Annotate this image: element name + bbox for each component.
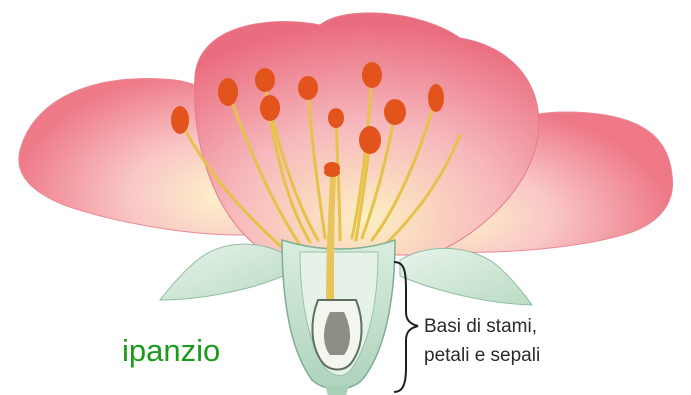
ipanzio-label: ipanzio: [122, 333, 220, 369]
sepal-left: [160, 244, 292, 300]
sepal-right: [400, 248, 532, 305]
pedicel: [325, 386, 349, 395]
bracket-label-line1: Basi di stami,: [424, 315, 537, 339]
bracket-label-line2: petali e sepali: [424, 344, 540, 368]
ovule: [324, 312, 350, 355]
